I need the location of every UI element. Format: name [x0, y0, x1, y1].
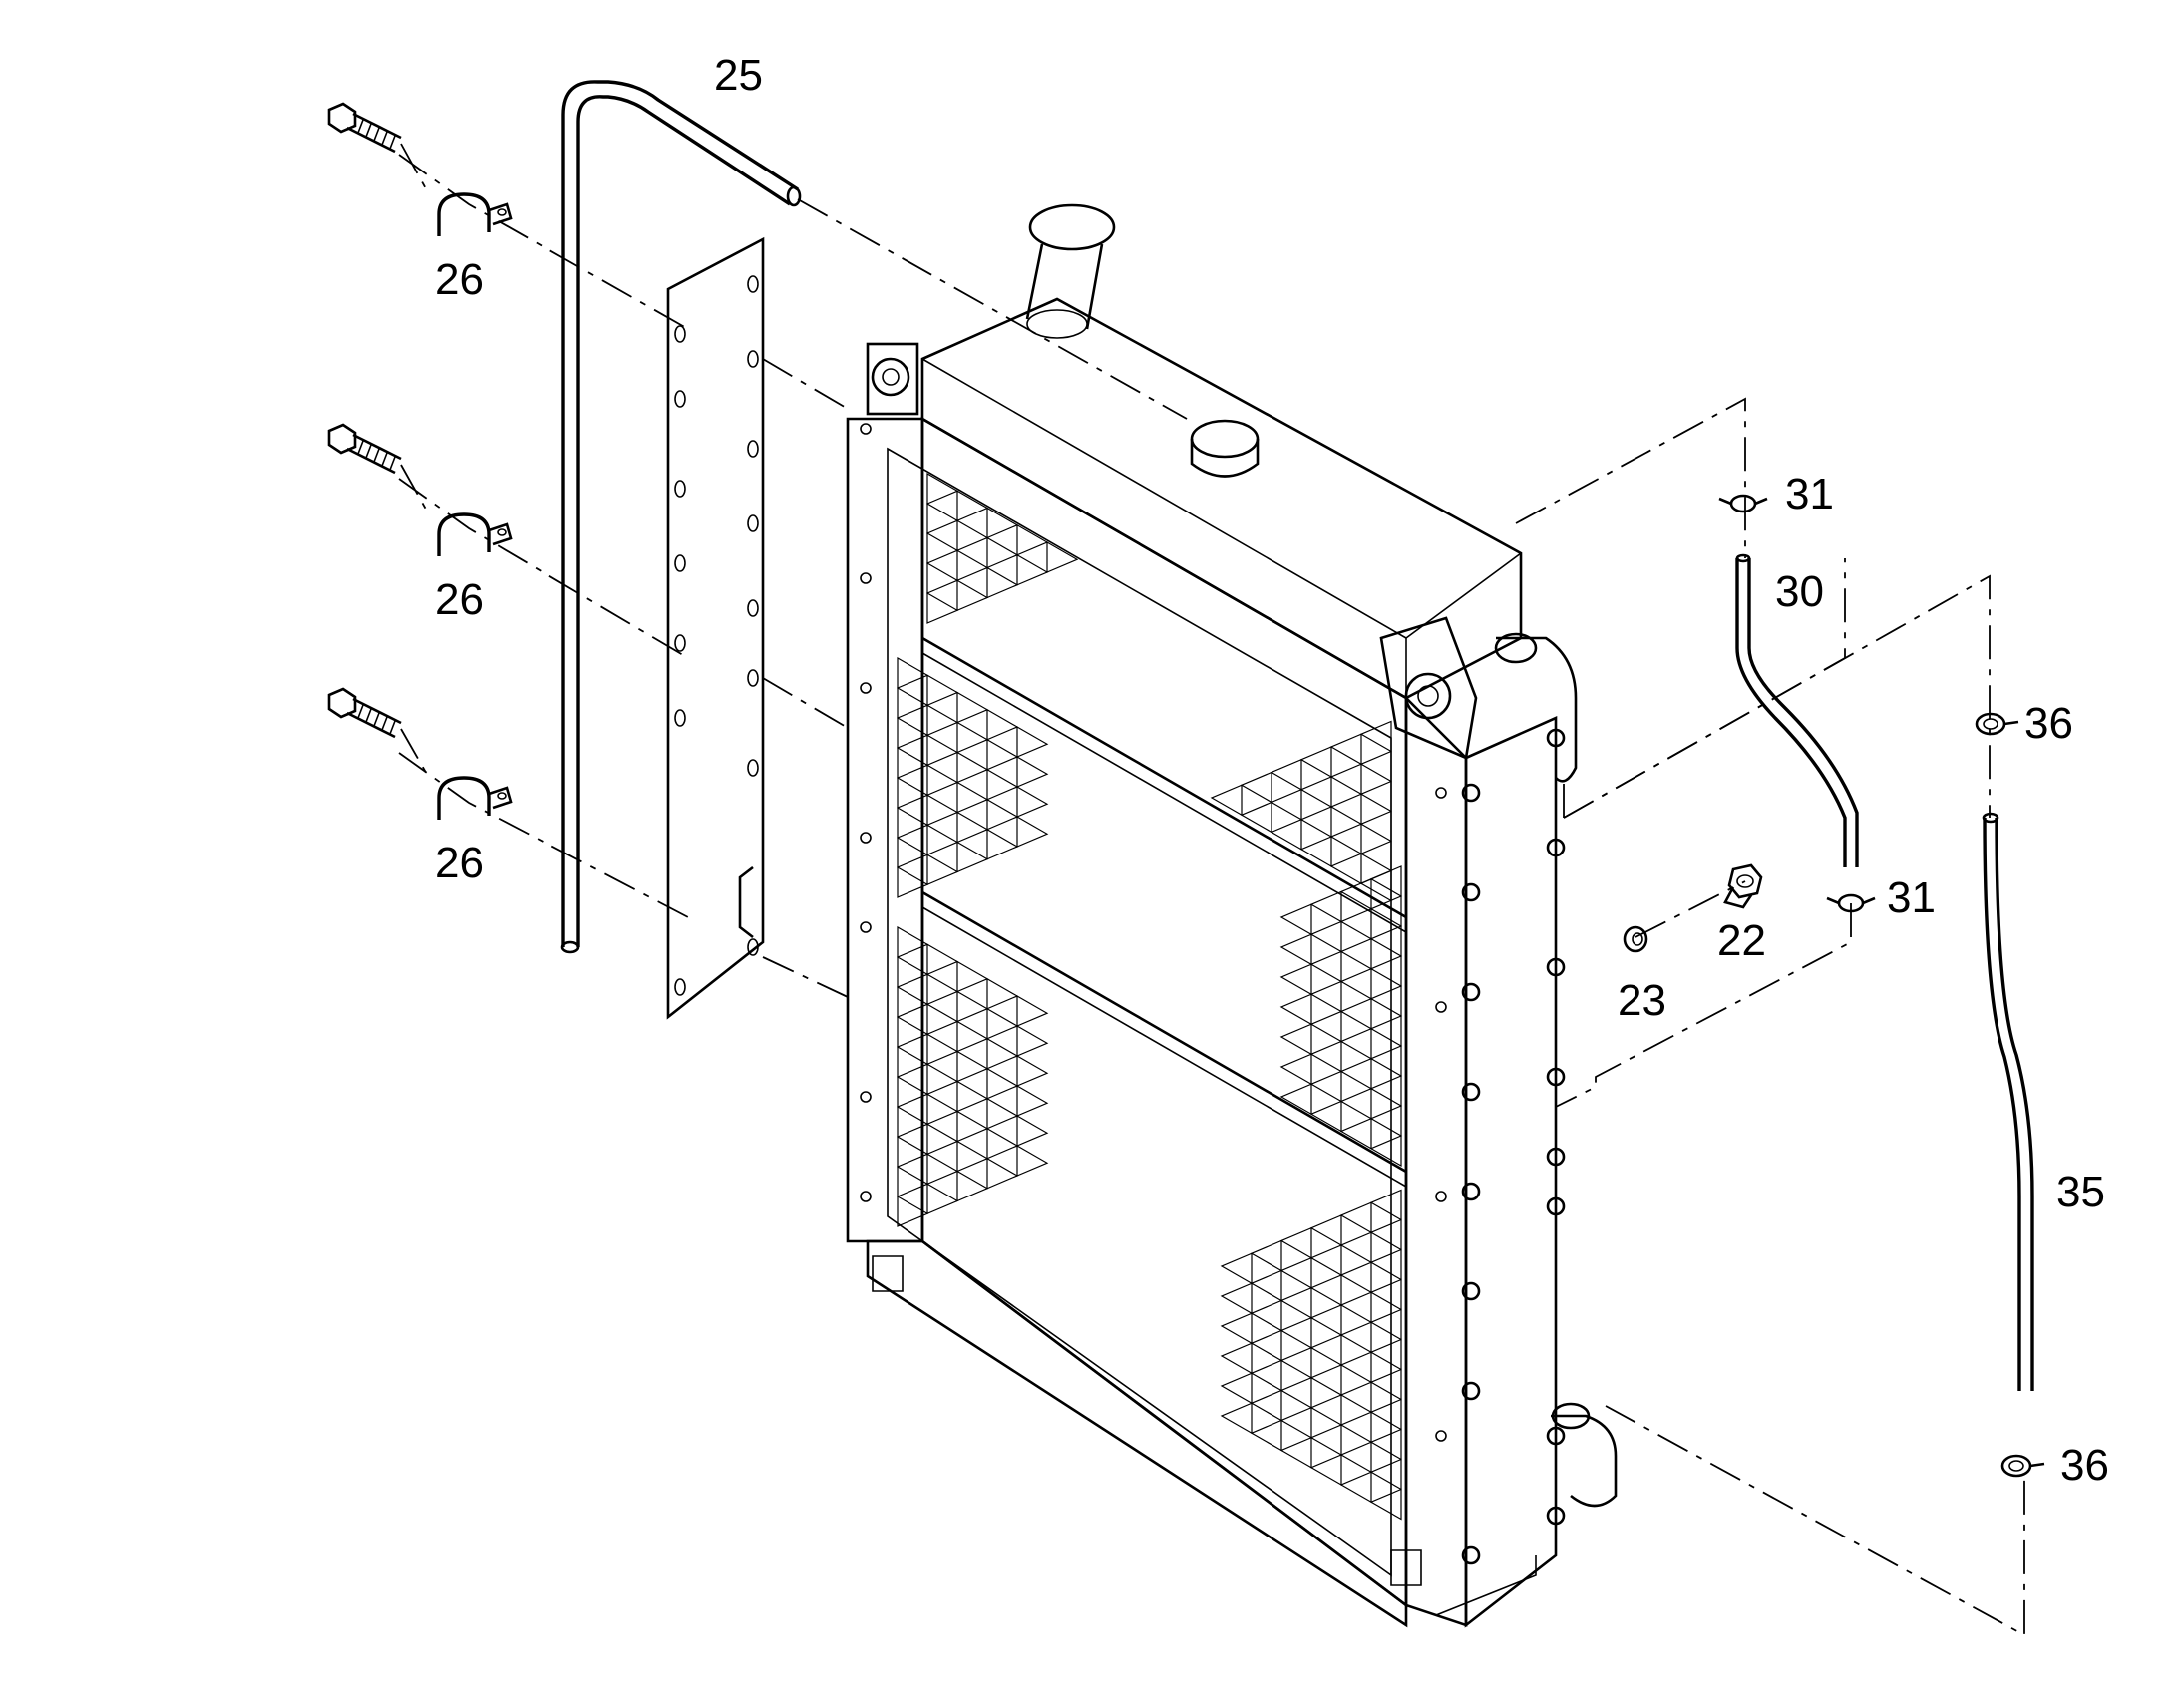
radiator-cap [1190, 419, 1260, 478]
upper-left-mount [866, 342, 919, 416]
hose-35 [1982, 812, 2034, 1391]
upper-outlet [1494, 632, 1578, 783]
callout-31-lower: 31 [1887, 873, 1936, 922]
callout-30: 30 [1775, 567, 1824, 616]
leader-lines [398, 154, 2025, 1637]
hose-clamp-36-upper [1975, 712, 2019, 736]
callout-26-lower: 26 [435, 839, 484, 887]
hose-clamp-31-upper [1718, 494, 1768, 513]
hose-30 [1735, 553, 1859, 867]
bolt-clip-set-middle [327, 423, 513, 556]
bolt-clip-set-lower [327, 687, 513, 820]
radiator-assembly [846, 203, 1618, 1628]
drain-plug-22 [1723, 863, 1763, 909]
callout-labels: 25 26 26 26 31 30 36 31 22 23 35 36 [435, 51, 2109, 1490]
callout-26-upper: 26 [435, 255, 484, 304]
hose-clamp-36-lower [2000, 1454, 2045, 1478]
bolt-clip-set-upper [327, 102, 513, 236]
callout-31-upper: 31 [1785, 470, 1834, 518]
callout-22: 22 [1717, 916, 1766, 965]
callout-25: 25 [714, 51, 763, 100]
radiator-core [846, 416, 1618, 1628]
filler-neck [1025, 203, 1116, 339]
mounting-plate [666, 236, 765, 1020]
callout-36-lower: 36 [2060, 1441, 2109, 1490]
core-grille-hatching [897, 472, 1402, 1521]
tube-25 [560, 80, 802, 954]
callout-35: 35 [2056, 1168, 2105, 1216]
frame-bolts [860, 423, 1566, 1565]
washer-23 [1623, 925, 1648, 953]
upper-right-mount [1379, 616, 1478, 760]
top-tank [920, 297, 1523, 700]
callout-23: 23 [1618, 976, 1666, 1025]
callout-36-upper: 36 [2024, 699, 2073, 748]
callout-26-middle: 26 [435, 575, 484, 624]
